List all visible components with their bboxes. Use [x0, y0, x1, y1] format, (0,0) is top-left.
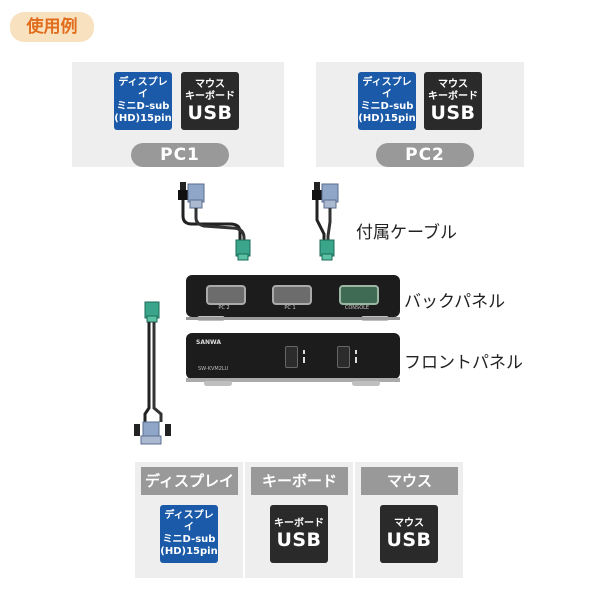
keyboard-head: キーボード: [251, 467, 348, 495]
console-port-label: CONSOLE: [344, 305, 370, 311]
vga-connector: [321, 183, 339, 203]
usb-plug: [180, 182, 186, 194]
front-panel-label: フロントパネル: [404, 353, 523, 373]
cable-pc1: [178, 182, 251, 261]
device-foot: [352, 381, 380, 386]
pc1-label: PC1: [131, 143, 229, 167]
back-panel-label: バックパネル: [404, 292, 506, 312]
cable-line: [315, 200, 326, 242]
led-indicator: [355, 350, 357, 354]
switch-button-2[interactable]: [337, 346, 350, 368]
led-indicator: [355, 357, 357, 363]
console-cable: [134, 301, 171, 445]
usb-plug-body: [178, 190, 188, 200]
badge-text: マウス: [195, 79, 225, 90]
cable-line: [143, 322, 151, 422]
green-connector-head: [146, 315, 158, 323]
keyboard-badge: キーボード USB: [270, 505, 328, 563]
switch-button-1[interactable]: [285, 346, 298, 368]
pc2-port: [206, 285, 246, 305]
pc2-port-label: PC 2: [218, 305, 230, 311]
mouse-badge: マウス USB: [380, 505, 438, 563]
usb-plug: [134, 424, 140, 436]
badge-text: キーボード: [274, 518, 324, 529]
badge-text: (HD)15pin: [358, 113, 416, 124]
cable-line: [152, 322, 163, 422]
console-port: [339, 285, 379, 305]
led-indicator: [303, 350, 305, 354]
vga-connector-head: [323, 199, 337, 209]
green-connector-head: [237, 253, 249, 261]
pc1-kbm-badge: マウス キーボード USB: [181, 72, 239, 130]
back-panel-bottom-strip: [186, 317, 400, 320]
device-foot: [204, 381, 232, 386]
badge-text: ディスプレイ: [362, 77, 412, 100]
badge-text: マウス: [394, 518, 424, 529]
vga-connector: [187, 183, 205, 203]
cable-line: [326, 208, 332, 242]
badge-text: ミニD-sub: [116, 101, 170, 112]
badge-text: ミニD-sub: [360, 101, 414, 112]
display-head: ディスプレイ: [141, 467, 238, 495]
green-connector-head: [321, 253, 333, 261]
pc1-port-label: PC 1: [284, 305, 296, 311]
usb-text: USB: [430, 102, 476, 124]
mouse-head: マウス: [361, 467, 458, 495]
usb-text: USB: [386, 529, 432, 551]
usb-plug: [314, 182, 320, 194]
badge-text: (HD)15pin: [160, 546, 218, 557]
pc2-label: PC2: [376, 143, 474, 167]
badge-text: キーボード: [428, 91, 478, 102]
led-indicator: [303, 357, 305, 363]
cable-pc2: [312, 182, 339, 261]
front-panel-bottom-strip: [186, 378, 400, 382]
badge-text: ミニD-sub: [162, 534, 216, 545]
badge-text: マウス: [438, 79, 468, 90]
display-badge: ディスプレイ ミニD-sub (HD)15pin: [160, 505, 218, 563]
model-label: SW-KVM2LU: [198, 366, 229, 372]
usb-text: USB: [276, 529, 322, 551]
badge-text: キーボード: [185, 91, 235, 102]
pc2-kbm-badge: マウス キーボード USB: [424, 72, 482, 130]
usb-plug-body: [312, 190, 322, 200]
usb-text: USB: [187, 102, 233, 124]
vga-connector-head: [140, 435, 162, 445]
usb-plug: [165, 424, 171, 436]
pc1-display-badge: ディスプレイ ミニD-sub (HD)15pin: [114, 72, 172, 130]
badge-text: (HD)15pin: [114, 113, 172, 124]
brand-logo: SANWA: [196, 339, 221, 346]
cable-label: 付属ケーブル: [356, 223, 457, 243]
vga-connector-head: [189, 199, 203, 209]
usage-example-tag: 使用例: [10, 12, 94, 42]
badge-text: ディスプレイ: [118, 77, 168, 100]
cable-line: [194, 208, 246, 242]
badge-text: ディスプレイ: [164, 510, 214, 533]
pc2-display-badge: ディスプレイ ミニD-sub (HD)15pin: [358, 72, 416, 130]
pc1-port: [272, 285, 312, 305]
